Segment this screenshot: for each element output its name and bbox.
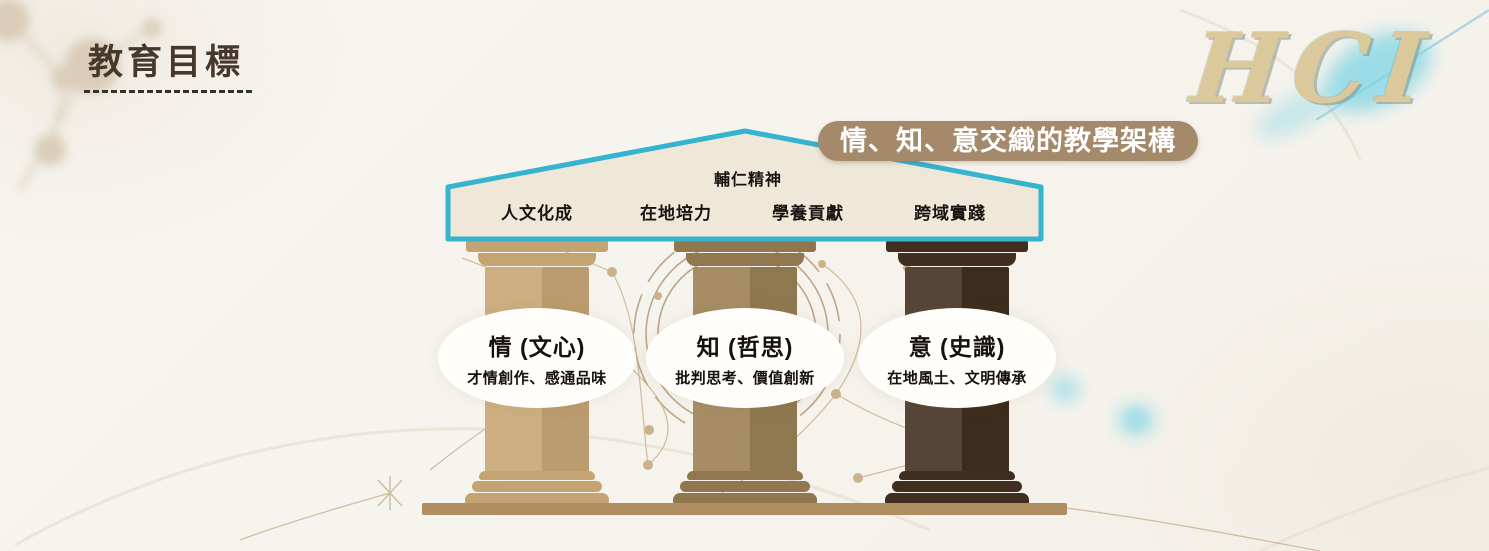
pillar-label-ellipse: 知 (哲思) 批判思考、價值創新 (646, 308, 844, 408)
pillar-name: 知 (哲思) (696, 334, 794, 360)
cyan-dot-large (1120, 406, 1152, 434)
hci-watermark: HCI (1186, 12, 1440, 125)
pillar-name: 意 (史識) (908, 334, 1006, 360)
network-blur-topleft-decoration (0, 0, 162, 191)
pillar-name: 情 (文心) (488, 334, 586, 360)
pediment-item-scholarly-contribution: 學養貢獻 (772, 204, 844, 223)
pediment-item-interdisciplinary: 跨域實踐 (914, 204, 986, 223)
pillar-label-ellipse: 意 (史識) 在地風土、文明傳承 (858, 308, 1056, 408)
pediment-item-humanistic: 人文化成 (501, 204, 573, 223)
pillar-capital-mid (898, 253, 1016, 266)
pediment-item-local-empowerment: 在地培力 (640, 204, 712, 223)
pillar-base-mid (472, 481, 602, 492)
pillar-base-top (899, 471, 1015, 480)
pillar-capital-mid (686, 253, 804, 266)
pillar-subtitle: 才情創作、感通品味 (467, 370, 607, 387)
sparkle-decoration (377, 476, 403, 510)
temple-platform (422, 503, 1067, 515)
pillar-subtitle: 批判思考、價值創新 (675, 370, 815, 387)
pillar-label-ellipse: 情 (文心) 才情創作、感通品味 (438, 308, 636, 408)
framework-banner: 情、知、意交織的教學架構 (818, 121, 1198, 161)
pillar-capital-mid (478, 253, 596, 266)
pillar-base-top (687, 471, 803, 480)
cyan-dot-small (1052, 378, 1078, 400)
pillar-subtitle: 在地風土、文明傳承 (887, 370, 1027, 387)
page-title: 教育目標 (88, 43, 245, 82)
title-dashed-underline (84, 90, 252, 93)
pillar-base-top (479, 471, 595, 480)
pillar-capital-top (466, 240, 608, 252)
pillar-base-mid (892, 481, 1022, 492)
pillar-base-mid (680, 481, 810, 492)
pillar-capital-top (674, 240, 816, 252)
pediment-title: 輔仁精神 (713, 172, 783, 189)
pillar-capital-top (886, 240, 1028, 252)
